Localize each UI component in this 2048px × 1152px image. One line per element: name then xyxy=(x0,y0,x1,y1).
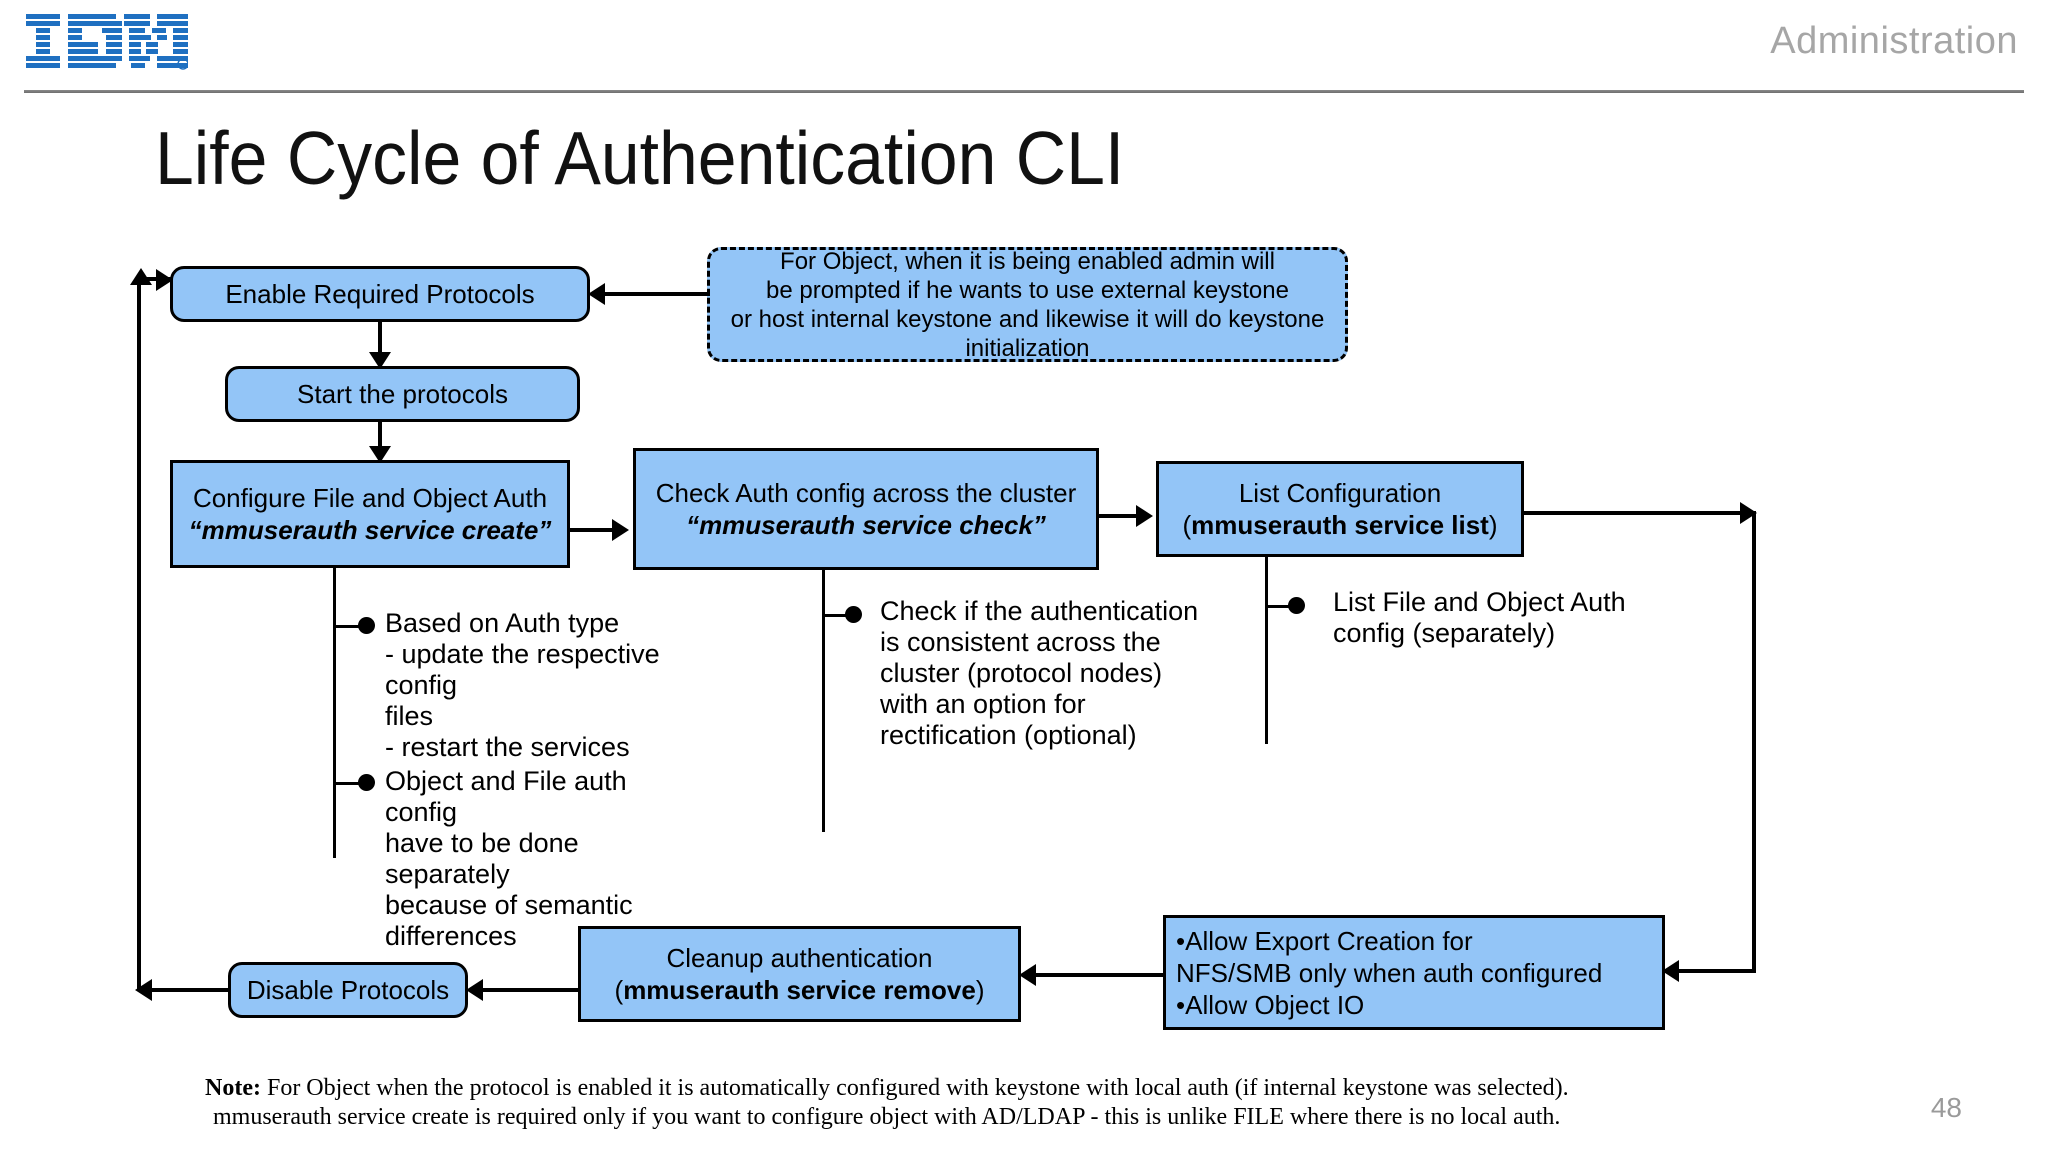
connector-loop-to-enable xyxy=(139,277,171,281)
callout-line3: or host internal keystone and likewise i… xyxy=(730,305,1325,333)
leader-middle-bullet xyxy=(845,606,862,623)
leader-left-stem xyxy=(333,568,336,858)
connector-configure-to-check-arrowhead xyxy=(612,519,629,541)
annotation-separate-config: Object and File auth config have to be d… xyxy=(385,766,633,951)
node-command-paren-close: ) xyxy=(1488,510,1498,540)
connector-disable-arrowhead xyxy=(135,979,152,1001)
node-label: Disable Protocols xyxy=(246,975,450,1005)
node-label-line1: Cleanup authentication xyxy=(666,943,933,973)
header-title: Administration xyxy=(1770,20,2018,62)
connector-start-to-configure xyxy=(378,422,382,452)
callout-line2: be prompted if he wants to use external … xyxy=(766,276,1289,304)
leader-middle-branch xyxy=(822,614,852,617)
connector-enable-to-start-arrowhead xyxy=(369,352,391,369)
annotation-consistency-check: Check if the authentication is consisten… xyxy=(880,596,1199,750)
node-command-paren-close: ) xyxy=(975,975,985,1005)
header-divider xyxy=(24,90,2024,93)
note-line1: For Object when the protocol is enabled … xyxy=(260,1075,1569,1101)
connector-right-to-allow xyxy=(1666,969,1756,973)
node-label-line1: List Configuration xyxy=(1238,478,1442,508)
connector-allow-to-cleanup-arrowhead xyxy=(1019,964,1036,986)
node-list-configuration[interactable]: List Configuration (mmuserauth service l… xyxy=(1156,461,1524,557)
node-allow-export-creation[interactable]: •Allow Export Creation for NFS/SMB only … xyxy=(1163,915,1665,1030)
connector-cleanup-to-disable xyxy=(470,988,578,992)
leader-left-bullet-1 xyxy=(358,617,375,634)
node-command-line: “mmuserauth service create” xyxy=(188,515,552,545)
note-label: Note: xyxy=(205,1075,261,1101)
page-number: 48 xyxy=(1930,1092,1962,1123)
page-title: Life Cycle of Authentication CLI xyxy=(155,116,1125,200)
leader-left-bullet-2 xyxy=(358,774,375,791)
node-start-the-protocols[interactable]: Start the protocols xyxy=(225,366,580,422)
node-label: Start the protocols xyxy=(297,379,508,409)
connector-enable-to-start xyxy=(378,322,382,358)
callout-line4: initialization xyxy=(965,334,1090,362)
connector-loop-vertical xyxy=(137,278,141,990)
connector-start-to-configure-arrowhead xyxy=(369,446,391,463)
connector-callout-arrowhead xyxy=(588,283,605,305)
node-disable-protocols[interactable]: Disable Protocols xyxy=(228,962,468,1018)
page-header: Administration xyxy=(0,0,2048,93)
leader-middle-stem xyxy=(822,570,825,832)
connector-list-to-right xyxy=(1524,511,1756,515)
connector-right-to-allow-arrowhead xyxy=(1662,960,1679,982)
node-label: Enable Required Protocols xyxy=(225,279,535,309)
leader-right-bullet xyxy=(1288,597,1305,614)
allow-box-line2: NFS/SMB only when auth configured xyxy=(1176,957,1603,988)
note-line2: mmuserauth service create is required on… xyxy=(213,1104,1561,1130)
leader-right-stem xyxy=(1265,557,1268,744)
node-command-line: “mmuserauth service check” xyxy=(686,510,1046,540)
allow-box-line1: •Allow Export Creation for xyxy=(1176,925,1473,956)
node-command-paren-open: ( xyxy=(1182,510,1192,540)
callout-keystone-note: For Object, when it is being enabled adm… xyxy=(707,247,1348,362)
annotation-auth-type: Based on Auth type - update the respecti… xyxy=(385,608,660,762)
leader-left-branch-2 xyxy=(333,782,365,785)
connector-check-to-list xyxy=(1099,514,1139,518)
leader-right-branch xyxy=(1265,605,1295,608)
annotation-list-separately: List File and Object Auth config (separa… xyxy=(1333,587,1626,648)
connector-cleanup-to-disable-arrowhead xyxy=(466,979,483,1001)
node-label-line1: Check Auth config across the cluster xyxy=(655,478,1077,508)
callout-line1: For Object, when it is being enabled adm… xyxy=(780,247,1275,275)
leader-left-branch-1 xyxy=(333,625,365,628)
connector-allow-to-cleanup xyxy=(1023,973,1163,977)
node-command-line: mmuserauth service remove xyxy=(623,975,976,1005)
connector-loop-arrowhead-right xyxy=(156,269,173,291)
node-command-line: mmuserauth service list xyxy=(1191,510,1489,540)
node-cleanup-authentication[interactable]: Cleanup authentication (mmuserauth servi… xyxy=(578,926,1021,1022)
node-command-paren-open: ( xyxy=(614,975,624,1005)
connector-check-to-list-arrowhead xyxy=(1136,505,1153,527)
footer-note: Note: For Object when the protocol is en… xyxy=(205,1074,1805,1132)
connector-callout-to-enable xyxy=(592,292,710,296)
allow-box-line3: •Allow Object IO xyxy=(1176,989,1365,1020)
connector-disable-to-loop xyxy=(139,988,231,992)
node-enable-required-protocols[interactable]: Enable Required Protocols xyxy=(170,266,590,322)
connector-right-vertical xyxy=(1752,511,1756,971)
ibm-logo xyxy=(26,14,188,70)
connector-configure-to-check xyxy=(570,528,616,532)
node-label-line1: Configure File and Object Auth xyxy=(192,483,548,513)
node-configure-file-and-object-auth[interactable]: Configure File and Object Auth “mmuserau… xyxy=(170,460,570,568)
node-check-auth-config[interactable]: Check Auth config across the cluster “mm… xyxy=(633,448,1099,570)
